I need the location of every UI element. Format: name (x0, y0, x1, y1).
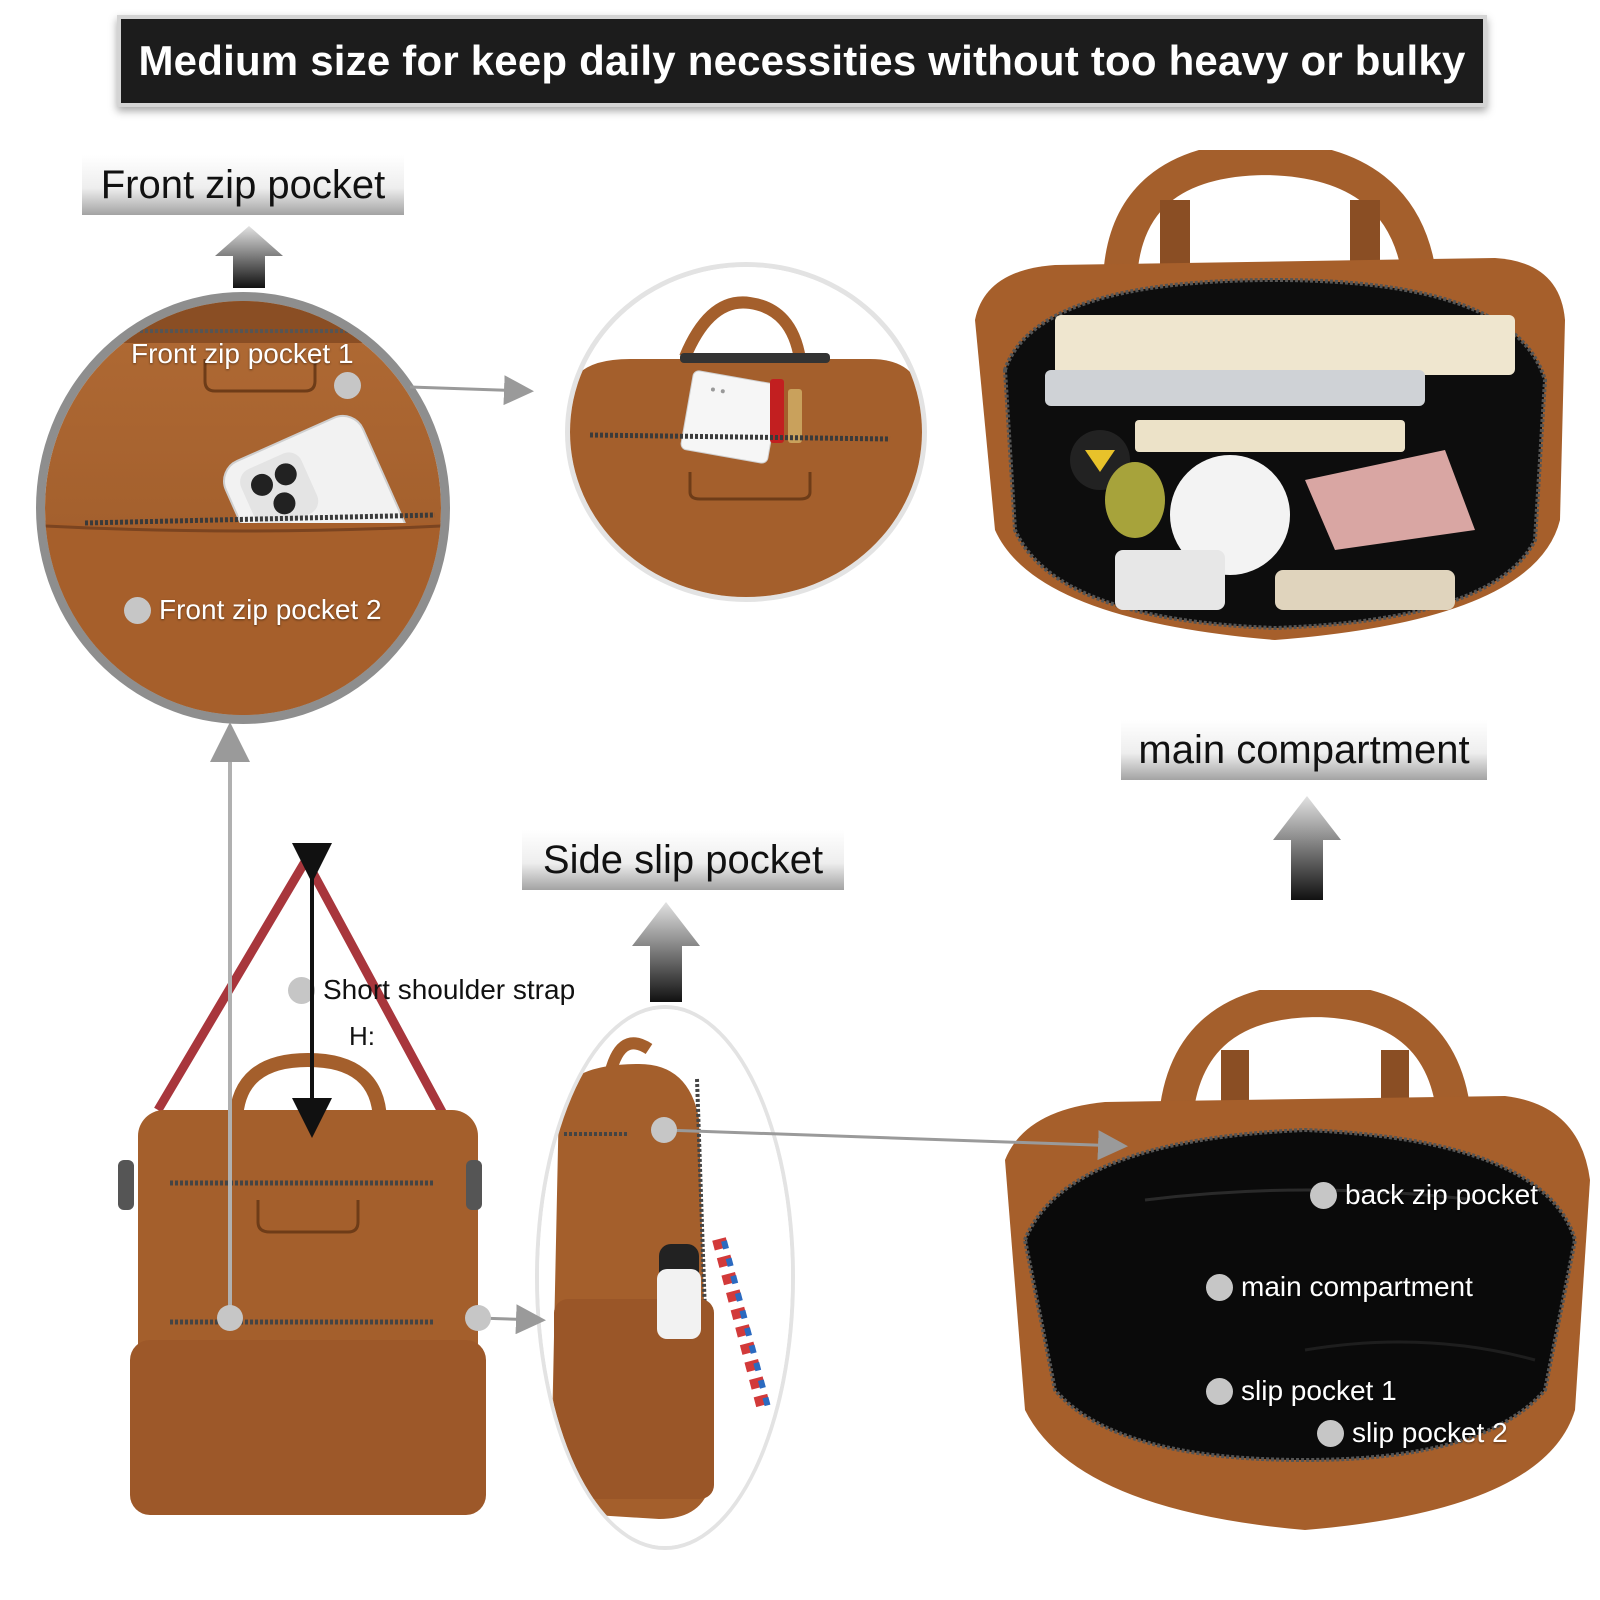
up-arrow-icon (632, 902, 700, 1002)
front-zip-pocket-1-label: Front zip pocket 1 (131, 338, 354, 369)
slip-pocket-2-callout: slip pocket 2 (1317, 1417, 1508, 1449)
short-shoulder-strap-callout: Short shoulder strap (288, 974, 575, 1006)
main-compartment-callout: main compartment (1206, 1271, 1473, 1303)
main-compartment-heading-text: main compartment (1138, 727, 1470, 772)
main-compartment-label: main compartment (1241, 1271, 1473, 1302)
slip-pocket-2-label: slip pocket 2 (1352, 1417, 1508, 1448)
front-zip-pocket-2-callout: Front zip pocket 2 (124, 594, 382, 626)
side-slip-pocket-zoom-image (535, 1005, 795, 1550)
up-arrow-icon (215, 226, 283, 288)
title-banner: Medium size for keep daily necessities w… (117, 15, 1487, 107)
connector-line (409, 375, 534, 406)
back-zip-pocket-label: back zip pocket (1345, 1179, 1538, 1210)
front-zip-pocket-2-label: Front zip pocket 2 (159, 594, 382, 625)
main-compartment-heading: main compartment (1121, 720, 1487, 780)
side-slip-pocket-heading-text: Side slip pocket (542, 837, 824, 882)
callout-dot (1206, 1377, 1233, 1405)
side-slip-pocket-heading: Side slip pocket (522, 830, 844, 890)
back-compartment-image (1005, 990, 1600, 1550)
front-zip-pocket-heading: Front zip pocket (82, 155, 404, 215)
callout-dot (288, 976, 315, 1004)
height-label: H: (349, 1021, 375, 1052)
callout-dot (124, 596, 151, 624)
backpack-front-image (118, 860, 498, 1530)
front-zip-pocket-1-callout: Front zip pocket 1 (131, 338, 354, 370)
slip-pocket-1-label: slip pocket 1 (1241, 1375, 1397, 1406)
callout-dot (1317, 1419, 1344, 1447)
front-zip-pocket-1-dot (334, 372, 361, 399)
short-shoulder-strap-label: Short shoulder strap (323, 974, 576, 1005)
callout-dot (1310, 1181, 1337, 1209)
slip-pocket-1-callout: slip pocket 1 (1206, 1375, 1397, 1407)
pocket-contents-zoom-image (565, 262, 927, 602)
back-zip-pocket-callout: back zip pocket (1310, 1179, 1538, 1211)
main-compartment-image (975, 150, 1580, 670)
front-zip-pocket-heading-text: Front zip pocket (100, 162, 386, 207)
height-label-text: H: (349, 1021, 375, 1051)
up-arrow-icon (1273, 796, 1341, 900)
callout-dot (1206, 1273, 1233, 1301)
banner-text: Medium size for keep daily necessities w… (138, 37, 1466, 84)
